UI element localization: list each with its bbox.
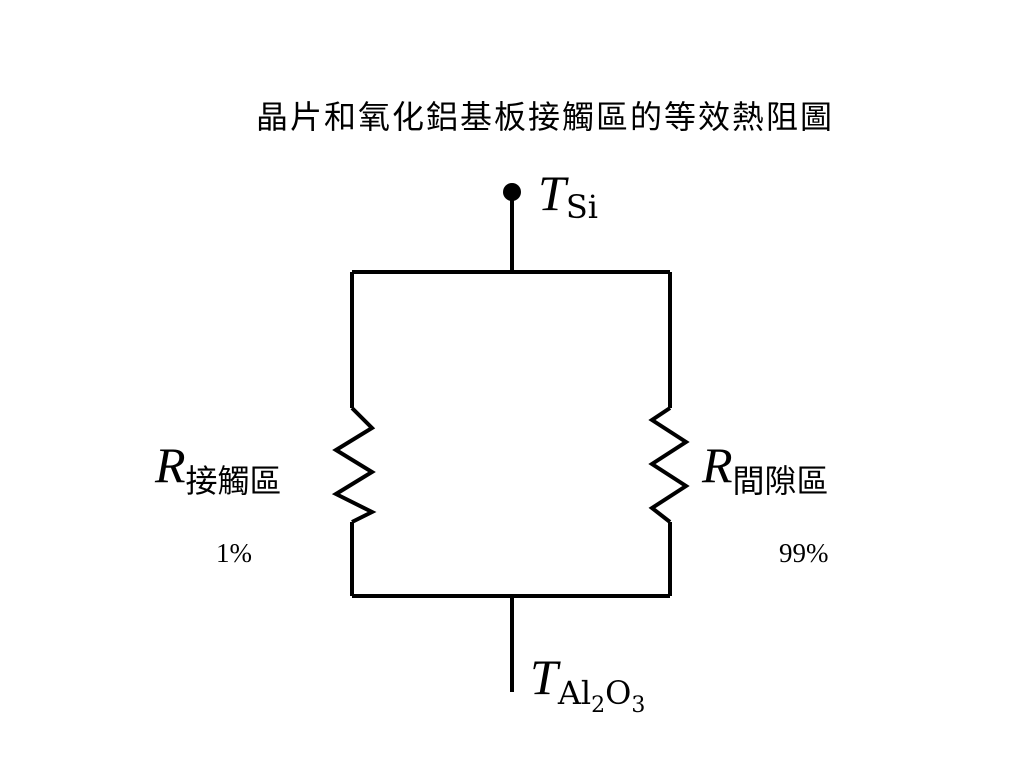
right-resistor-zigzag	[648, 406, 690, 524]
left-resistor-percent: 1%	[216, 538, 252, 568]
left-resistor-label: R接觸區	[155, 437, 282, 500]
left-resistor-zigzag	[331, 406, 377, 524]
right-resistor-label: R間隙區	[702, 437, 829, 500]
bottom-node-label: TAl2O3	[530, 649, 646, 718]
diagram-title: 晶片和氧化鋁基板接觸區的等效熱阻圖	[255, 98, 834, 136]
right-resistor-percent: 99%	[779, 538, 829, 568]
top-node-label: TSi	[538, 165, 598, 226]
